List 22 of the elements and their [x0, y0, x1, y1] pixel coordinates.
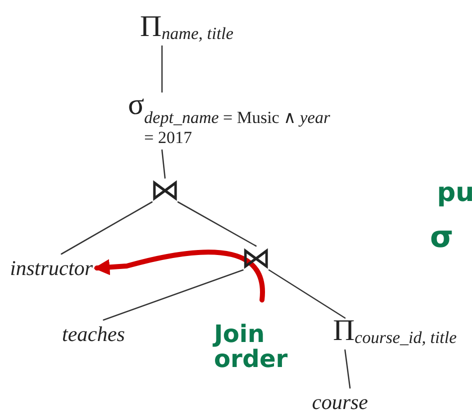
tree-edge	[161, 45, 163, 93]
tree-edge	[344, 349, 351, 389]
tree-edge	[268, 269, 346, 319]
tree-edge	[177, 201, 257, 247]
handwritten-note: σ	[430, 222, 454, 254]
tree-edge	[60, 201, 153, 255]
operator-subscript: course_id, title	[354, 328, 457, 348]
operator-subscript: name, title	[162, 24, 234, 44]
tree-edge	[102, 269, 244, 321]
tree-edge	[161, 149, 166, 179]
relation-label: teaches	[62, 322, 125, 346]
handwritten-note: pu	[437, 180, 472, 208]
operator-subscript: dept_name = Music ∧ year = 2017	[144, 108, 332, 148]
join-operator: ⋈	[241, 246, 271, 272]
relation-label: instructor	[10, 256, 93, 280]
handwritten-note: Join order	[214, 322, 289, 372]
relation-label: course	[312, 390, 368, 413]
annotation-arrow	[94, 250, 265, 302]
join-operator: ⋈	[150, 178, 180, 204]
operator-symbol: Π	[140, 12, 162, 42]
operator-symbol: Π	[333, 316, 355, 346]
operator-symbol: σ	[128, 90, 144, 120]
